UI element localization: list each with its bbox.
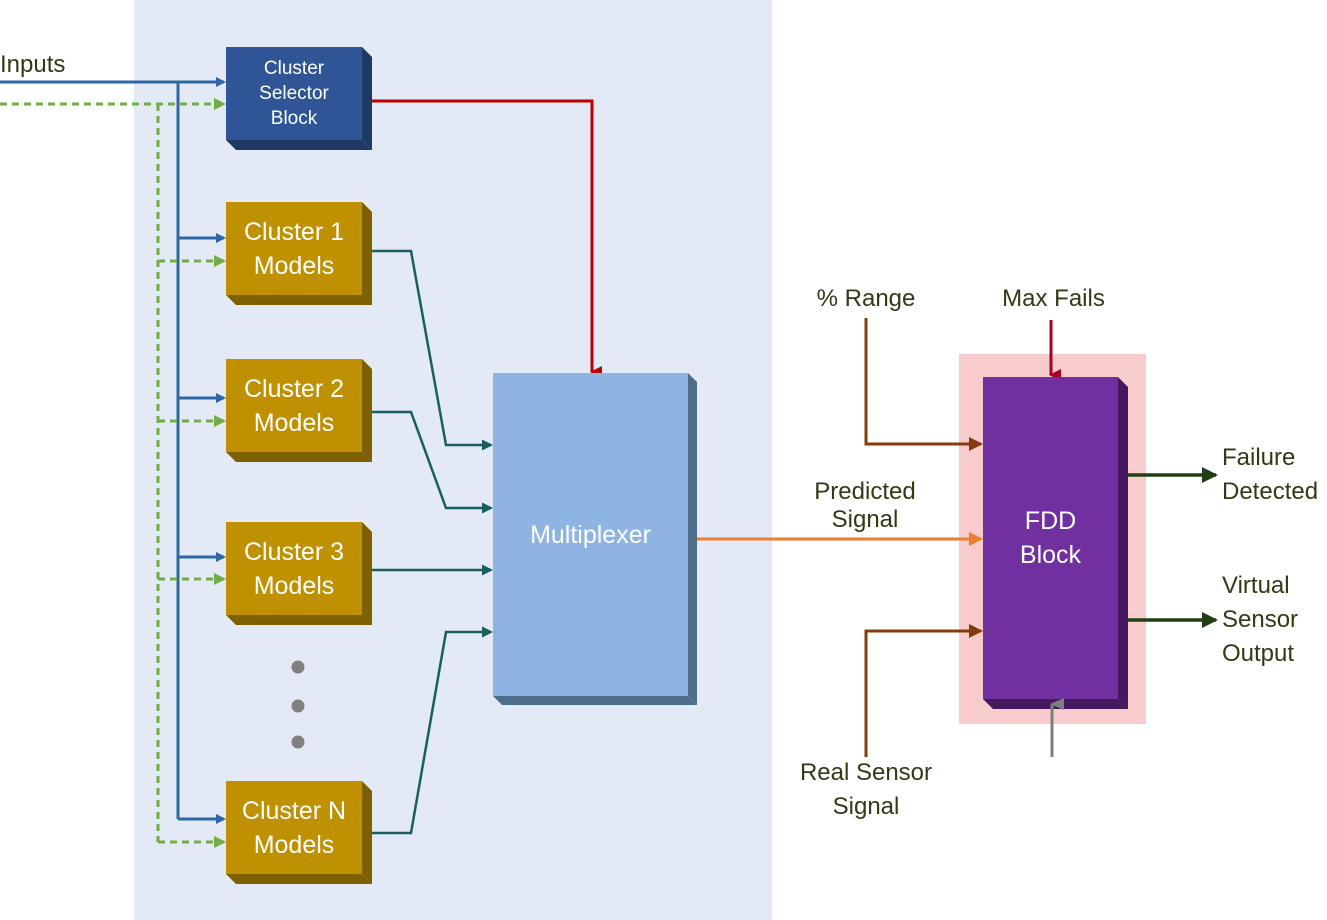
cluster-2-block — [226, 359, 372, 462]
percent-range-label: % Range — [816, 285, 916, 312]
fdd-text: FDD Block — [983, 377, 1118, 699]
cluster-2-line-1: Cluster 2 — [243, 374, 345, 403]
selector-line-2: Selector — [259, 83, 329, 104]
cluster-2-text: Cluster 2 Models — [226, 359, 362, 452]
multiplexer-text: Multiplexer — [493, 373, 688, 696]
ellipsis-dots — [291, 660, 305, 749]
dashed-input-bus — [0, 98, 226, 848]
cluster-1-text: Cluster 1 Models — [226, 202, 362, 295]
cluster-3-line-2: Models — [253, 571, 335, 600]
failure-line-1: Failure — [1222, 444, 1296, 471]
max-fails-label: Max Fails — [1002, 285, 1105, 312]
cluster-1-line-1: Cluster 1 — [243, 217, 345, 246]
model-lines — [372, 249, 493, 835]
virtual-line-1: Virtual — [1222, 572, 1290, 599]
cluster-3-line-1: Cluster 3 — [243, 537, 345, 566]
fdd-line-2: Block — [1019, 541, 1082, 569]
multiplexer-label: Multiplexer — [530, 520, 651, 549]
cluster-n-line-2: Models — [253, 830, 335, 859]
cluster-selector-text: Cluster Selector Block — [226, 47, 362, 140]
predicted-line-2: Signal — [831, 506, 899, 533]
inputs-label: Inputs — [0, 51, 66, 78]
fdd-block — [983, 377, 1128, 709]
cluster-3-block — [226, 522, 372, 625]
selector-line-1: Cluster — [263, 58, 325, 79]
cluster-1-block — [226, 202, 372, 305]
predicted-signal-label: Predicted Signal — [780, 478, 950, 534]
cluster-1-line-2: Models — [253, 251, 335, 280]
multiplexer-block — [493, 373, 697, 705]
fdd-output-lines — [1128, 467, 1218, 628]
cluster-selector-block — [226, 47, 372, 150]
cluster-3-text: Cluster 3 Models — [226, 522, 362, 615]
failure-line-2: Detected — [1222, 478, 1319, 505]
cluster-2-line-2: Models — [253, 408, 335, 437]
predicted-line-1: Predicted — [814, 478, 916, 505]
real-sensor-line — [864, 624, 983, 757]
real-sensor-line-2: Signal — [832, 793, 900, 820]
cluster-n-text: Cluster N Models — [226, 781, 362, 874]
selector-line-3: Block — [270, 108, 318, 129]
virtual-sensor-output-label: Virtual Sensor Output — [1222, 569, 1298, 671]
real-sensor-line-1: Real Sensor — [799, 759, 933, 786]
cluster-n-line-1: Cluster N — [241, 796, 347, 825]
real-sensor-label: Real Sensor Signal — [775, 756, 957, 824]
virtual-line-2: Sensor — [1222, 606, 1299, 633]
input-bus — [0, 77, 226, 824]
range-line — [864, 318, 983, 451]
virtual-line-3: Output — [1222, 640, 1295, 667]
fdd-line-1: FDD — [1024, 507, 1077, 535]
selector-line — [372, 99, 602, 378]
cluster-n-block — [226, 781, 372, 884]
failure-detected-label: Failure Detected — [1222, 441, 1318, 509]
